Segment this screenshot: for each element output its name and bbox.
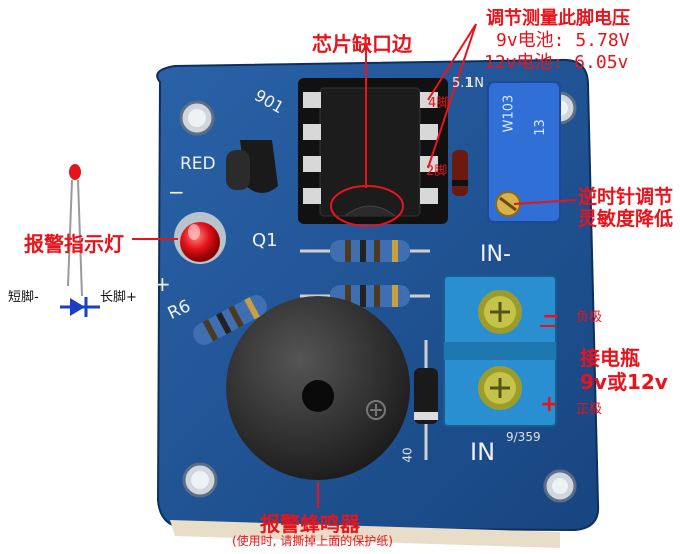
label-adjust-line2: 9v电池: 5.78V xyxy=(496,30,630,51)
ic-socket xyxy=(298,78,448,224)
silk-pin2: 2脚 xyxy=(426,164,448,179)
power-diode xyxy=(414,340,438,460)
buzzer xyxy=(226,296,410,480)
silk-pin4: 4脚 xyxy=(428,96,450,111)
zener-diode xyxy=(452,150,468,196)
silk-cap-code: 9/359 xyxy=(506,430,541,444)
label-battery-line1: 接电瓶 xyxy=(580,346,640,370)
resistor-r6 xyxy=(193,295,267,345)
silk-pot-code2: 13 xyxy=(532,119,548,136)
silk-partial-1n: 1N xyxy=(466,76,484,91)
label-short-leg: 短脚- xyxy=(8,290,39,305)
resistor xyxy=(300,285,430,307)
label-pot-adjust-1: 逆时针调节 xyxy=(578,186,674,208)
silk-q1: Q1 xyxy=(252,230,278,251)
terminal-block xyxy=(443,275,557,427)
silk-minus: − xyxy=(168,180,185,204)
potentiometer xyxy=(487,81,561,223)
silk-red: RED xyxy=(180,154,216,174)
label-positive-pole: 正极 xyxy=(576,402,603,417)
transistor-q1 xyxy=(226,140,278,193)
label-buzzer: 报警蜂鸣器 xyxy=(260,512,360,536)
annotation-leader xyxy=(132,23,577,508)
silk-in-minus: IN- xyxy=(480,242,511,267)
resistor xyxy=(300,240,430,262)
silk-partial-40: 40 xyxy=(400,447,415,463)
silk-in-plus: IN xyxy=(470,438,496,466)
label-led-indicator: 报警指示灯 xyxy=(24,232,124,256)
label-adjust-line1: 调节测量此脚电压 xyxy=(486,8,630,29)
led-reference-photo xyxy=(18,160,128,300)
label-pot-adjust-2: 灵敏度降低 xyxy=(578,208,674,230)
red-led xyxy=(174,212,226,264)
silk-plus: + xyxy=(154,272,171,296)
terminal-minus-mark: − xyxy=(542,304,561,329)
terminal-plus-mark: + xyxy=(540,392,559,417)
label-battery-line2: 9v或12v xyxy=(580,370,668,394)
label-buzzer-note: (使用时, 请撕掉上面的保护纸) xyxy=(232,534,393,548)
silk-pot-code1: W103 xyxy=(501,94,517,133)
label-notch: 芯片缺口边 xyxy=(312,32,412,56)
label-long-leg: 长脚+ xyxy=(100,290,137,305)
diode-symbol-icon xyxy=(60,297,100,317)
mounting-hole xyxy=(179,91,577,503)
silk-ic-code: 5.1 xyxy=(452,76,473,91)
label-adjust-line3: 12v电池: 6.05v xyxy=(484,52,629,73)
label-negative-pole: 负极 xyxy=(576,310,603,325)
